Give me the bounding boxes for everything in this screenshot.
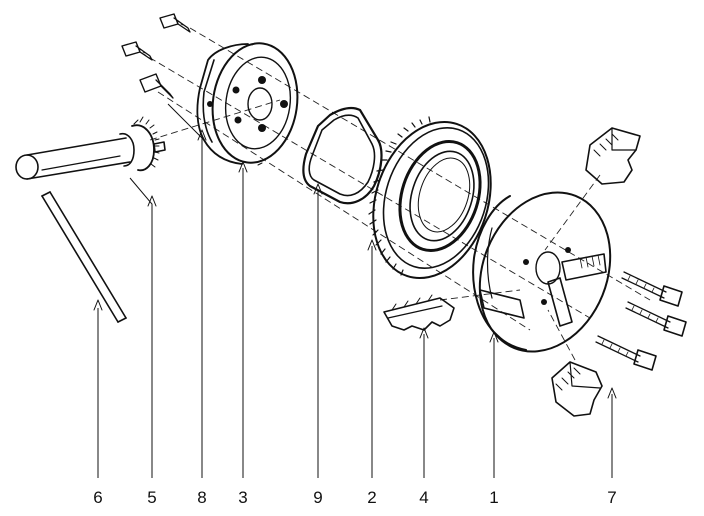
- jaw-upper: [585, 127, 641, 185]
- right-screw-middle: [625, 301, 687, 337]
- part-label-7: 7: [607, 488, 616, 507]
- assembly-axes: [139, 27, 651, 361]
- screw-middle: [121, 41, 153, 61]
- rod: [41, 191, 127, 323]
- loose-jaw: [383, 294, 455, 331]
- screw-lower: [139, 73, 174, 99]
- part-labels: 6 5 8 3 9 2 4 1 7: [93, 488, 616, 507]
- part-label-2: 2: [367, 488, 376, 507]
- chuck-body: [472, 191, 612, 353]
- part-label-9: 9: [313, 488, 322, 507]
- part-label-5: 5: [147, 488, 156, 507]
- part-label-8: 8: [197, 488, 206, 507]
- right-screw-lower: [595, 335, 657, 371]
- part-label-1: 1: [489, 488, 498, 507]
- screw-top: [159, 13, 191, 33]
- leader-lines: [93, 103, 617, 478]
- back-plate: [196, 42, 299, 166]
- pinion-shaft: [15, 116, 166, 180]
- scroll-ring: [368, 116, 492, 280]
- jaw-lower: [551, 361, 603, 417]
- part-label-4: 4: [419, 488, 428, 507]
- retaining-ring: [302, 106, 383, 205]
- right-screw-top: [621, 271, 683, 307]
- part-label-6: 6: [93, 488, 102, 507]
- part-label-3: 3: [238, 488, 247, 507]
